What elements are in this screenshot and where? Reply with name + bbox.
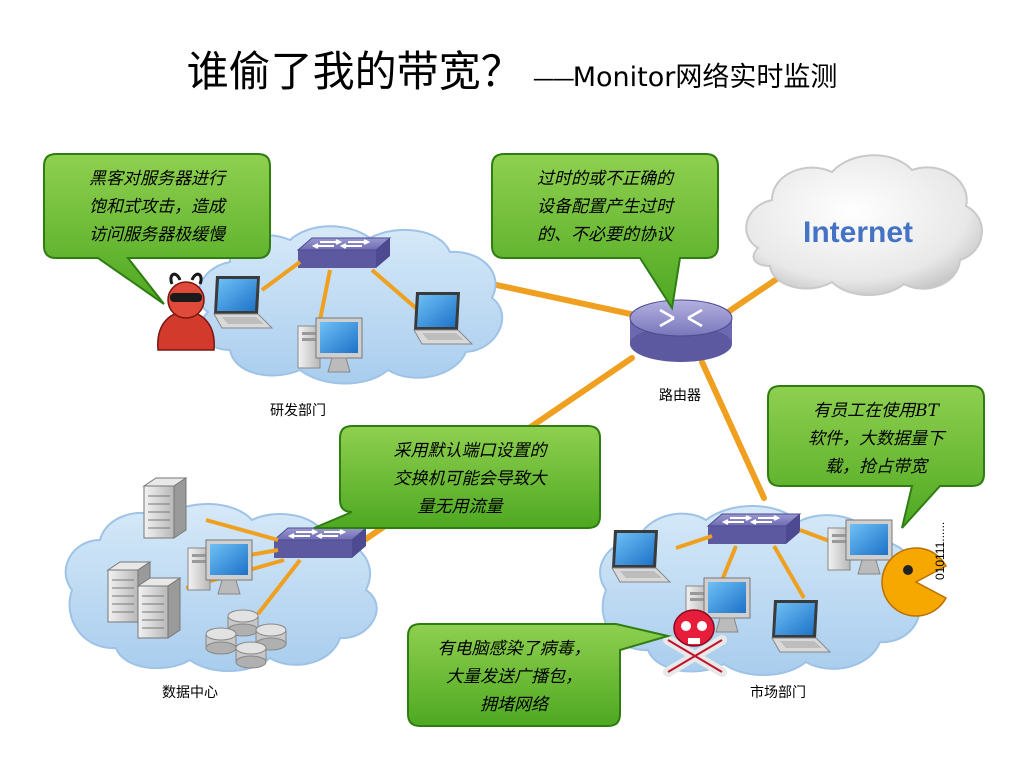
hacker-icon [157, 272, 215, 351]
callout-switch-port-line-2: 交换机可能会导致大 [394, 469, 549, 489]
callout-virus: 有电脑感染了病毒， 大量发送广播包， 拥堵网络 [407, 623, 672, 727]
switch-icon [297, 237, 391, 269]
callout-hacker: 黑客对服务器进行 饱和式攻击，造成 访问服务器极缓慢 [43, 153, 271, 305]
callout-config: 过时的或不正确的 设备配置产生过时 的、不必要的协议 [491, 153, 719, 311]
link-router-market [699, 359, 767, 501]
node-label-rd: 研发部门 [270, 403, 326, 419]
slide-title: 谁偷了我的带宽？ ——Monitor网络实时监测 [0, 38, 1024, 99]
disk-icon [235, 641, 267, 669]
callout-switch-port: 采用默认端口设置的 交换机可能会导致大 量无用流量 [313, 425, 601, 529]
callout-virus-line-1: 有电脑感染了病毒， [438, 639, 591, 659]
callout-hacker-line-2: 饱和式攻击，造成 [89, 197, 228, 217]
router-icon [629, 299, 733, 362]
switch-icon [707, 513, 801, 545]
node-label-market: 市场部门 [750, 684, 806, 701]
callout-bt-line-3: 载，抢占带宽 [825, 457, 929, 477]
callout-virus-line-3: 拥堵网络 [480, 695, 550, 715]
skull-crossbones-icon [663, 609, 727, 677]
callout-config-line-3: 的、不必要的协议 [537, 225, 675, 245]
callout-hacker-line-1: 黑客对服务器进行 [89, 169, 228, 189]
title-main: 谁偷了我的带宽？ [186, 47, 523, 96]
server-icon [143, 477, 187, 539]
title-subtitle: Monitor网络实时监测 [572, 62, 838, 93]
disk-icon [205, 627, 237, 655]
title-dash: —— [532, 67, 575, 92]
callout-bt-line-2: 软件，大数据量下 [808, 429, 947, 449]
binary-stream-label: 010111...... [933, 522, 947, 580]
callout-virus-line-2: 大量发送广播包， [446, 667, 582, 687]
callout-switch-port-line-1: 采用默认端口设置的 [394, 441, 549, 461]
internet-cloud: Internet [745, 154, 983, 296]
node-label-datacenter: 数据中心 [162, 685, 218, 701]
node-label-router: 路由器 [659, 388, 701, 404]
callout-hacker-line-3: 访问服务器极缓慢 [89, 225, 227, 245]
switch-icon [273, 527, 367, 559]
callout-config-line-1: 过时的或不正确的 [537, 169, 675, 189]
callout-config-line-2: 设备配置产生过时 [537, 197, 676, 217]
callout-bt: 有员工在使用BT 软件，大数据量下 载，抢占带宽 [767, 385, 985, 529]
internet-label: Internet [803, 216, 913, 249]
pacman-icon [881, 547, 948, 617]
callout-switch-port-line-3: 量无用流量 [418, 497, 505, 517]
callout-bt-line-1: 有员工在使用BT [813, 401, 940, 421]
server-icon [137, 577, 181, 639]
